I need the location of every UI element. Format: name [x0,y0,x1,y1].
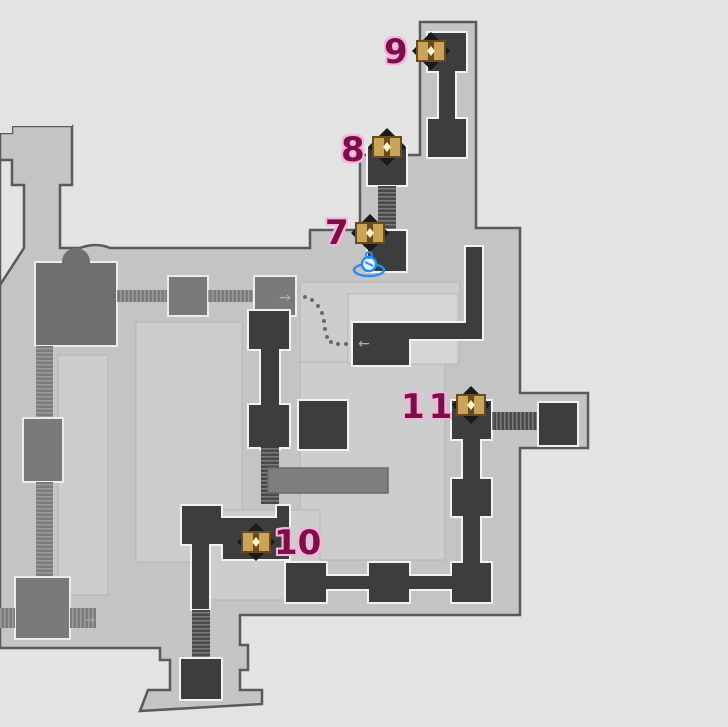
arrow-right-icon: → [279,290,291,306]
raised-platform [267,467,389,494]
arrow-right-icon: → [85,613,95,627]
treasure-chest-icon[interactable] [412,32,450,70]
chest-label-7: 7 [325,213,349,253]
dotted-path [303,295,348,346]
treasure-chest-icon[interactable] [368,128,406,166]
chest-label-8: 8 [341,130,365,170]
arrow-left-icon: ← [358,336,370,352]
save-point-icon[interactable] [352,250,386,280]
treasure-chest-icon[interactable] [237,523,275,561]
treasure-chest-icon[interactable] [351,214,389,252]
treasure-chest-icon[interactable] [452,386,490,424]
west-wing [0,248,297,640]
chest-label-9: 9 [384,32,408,72]
chest-label-10: 10 [274,523,322,563]
chest-label-11: 11 [401,387,457,427]
